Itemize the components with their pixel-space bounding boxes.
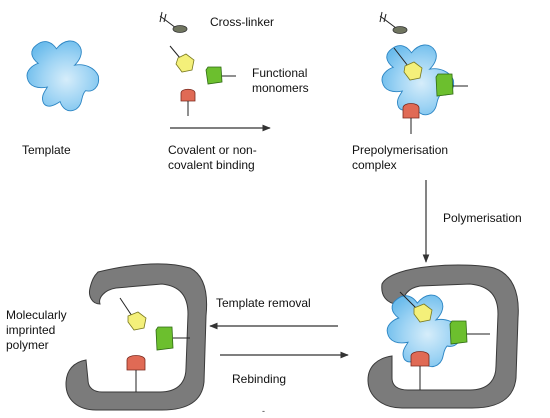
polymer-with-template <box>367 264 519 409</box>
mip-label: Molecularly imprinted polymer <box>6 308 67 353</box>
green-monomer-icon <box>435 73 468 97</box>
cross-linker-label: Cross-linker <box>210 15 275 29</box>
red-monomer-icon <box>180 88 196 116</box>
yellow-monomer-icon <box>399 291 433 323</box>
green-monomer-icon <box>205 66 236 85</box>
red-monomer-icon <box>126 355 146 392</box>
red-monomer-icon <box>402 103 420 134</box>
yellow-monomer-icon <box>393 47 423 81</box>
template-molecule <box>26 40 100 112</box>
stray-mark: - <box>262 406 265 416</box>
template-label: Template <box>22 143 71 157</box>
prepolymerisation-line-2: complex <box>352 158 397 172</box>
yellow-monomer-icon <box>119 297 147 331</box>
binding-line-2: covalent binding <box>168 158 255 172</box>
green-monomer-icon <box>449 320 490 345</box>
functional-monomers-line-2: monomers <box>252 81 309 95</box>
mip-line-1: Molecularly <box>6 308 67 322</box>
cross-linker-icon <box>159 11 188 33</box>
polymerisation-label: Polymerisation <box>443 211 522 225</box>
imprinted-polymer <box>65 263 208 411</box>
mip-line-3: polymer <box>6 338 49 352</box>
template-removal-label: Template removal <box>216 296 311 310</box>
prepolymerisation-label: Prepolymerisation complex <box>352 143 448 173</box>
binding-label: Covalent or non- covalent binding <box>168 143 257 173</box>
functional-monomers-line-1: Functional <box>252 66 308 80</box>
rebinding-label: Rebinding <box>232 372 287 386</box>
prepolymerisation-line-1: Prepolymerisation <box>352 143 449 157</box>
prepolymerisation-complex <box>379 11 468 134</box>
mip-line-2: imprinted <box>6 323 56 337</box>
functional-monomers-label: Functional monomers <box>252 66 309 96</box>
yellow-monomer-icon <box>169 45 195 73</box>
red-monomer-icon <box>410 351 430 390</box>
binding-line-1: Covalent or non- <box>168 143 257 157</box>
green-monomer-icon <box>155 326 190 351</box>
cross-linker-icon <box>379 11 408 34</box>
